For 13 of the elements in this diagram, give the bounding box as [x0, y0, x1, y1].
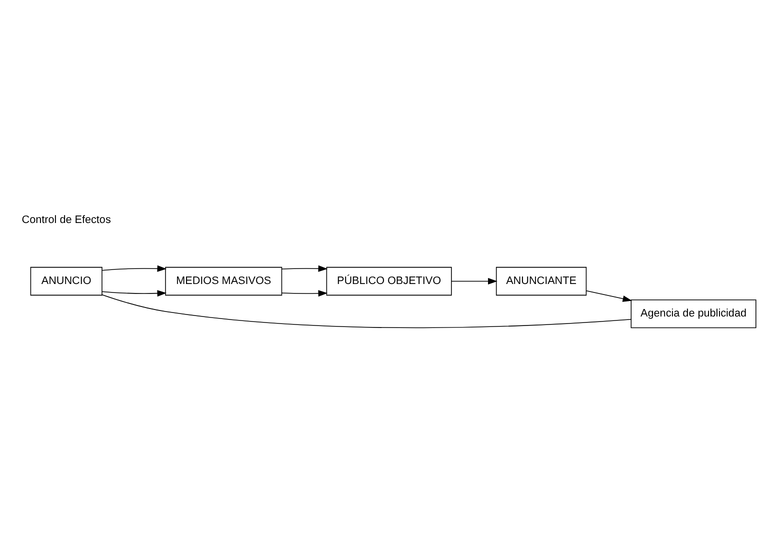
- node-box: PÚBLICO OBJETIVO: [326, 266, 452, 296]
- arrow: [102, 264, 167, 272]
- node-box: ANUNCIANTE: [496, 266, 587, 296]
- node-box: ANUNCIO: [30, 266, 102, 296]
- connector: [102, 294, 632, 328]
- arrow: [282, 264, 328, 272]
- arrow: [451, 278, 498, 284]
- node-box: Agencia de publicidad: [630, 298, 756, 328]
- arrow: [102, 290, 167, 296]
- arrow: [586, 290, 632, 302]
- label: Control de Efectos: [22, 213, 111, 226]
- arrow: [282, 290, 328, 296]
- node-box: MEDIOS MASIVOS: [165, 266, 282, 296]
